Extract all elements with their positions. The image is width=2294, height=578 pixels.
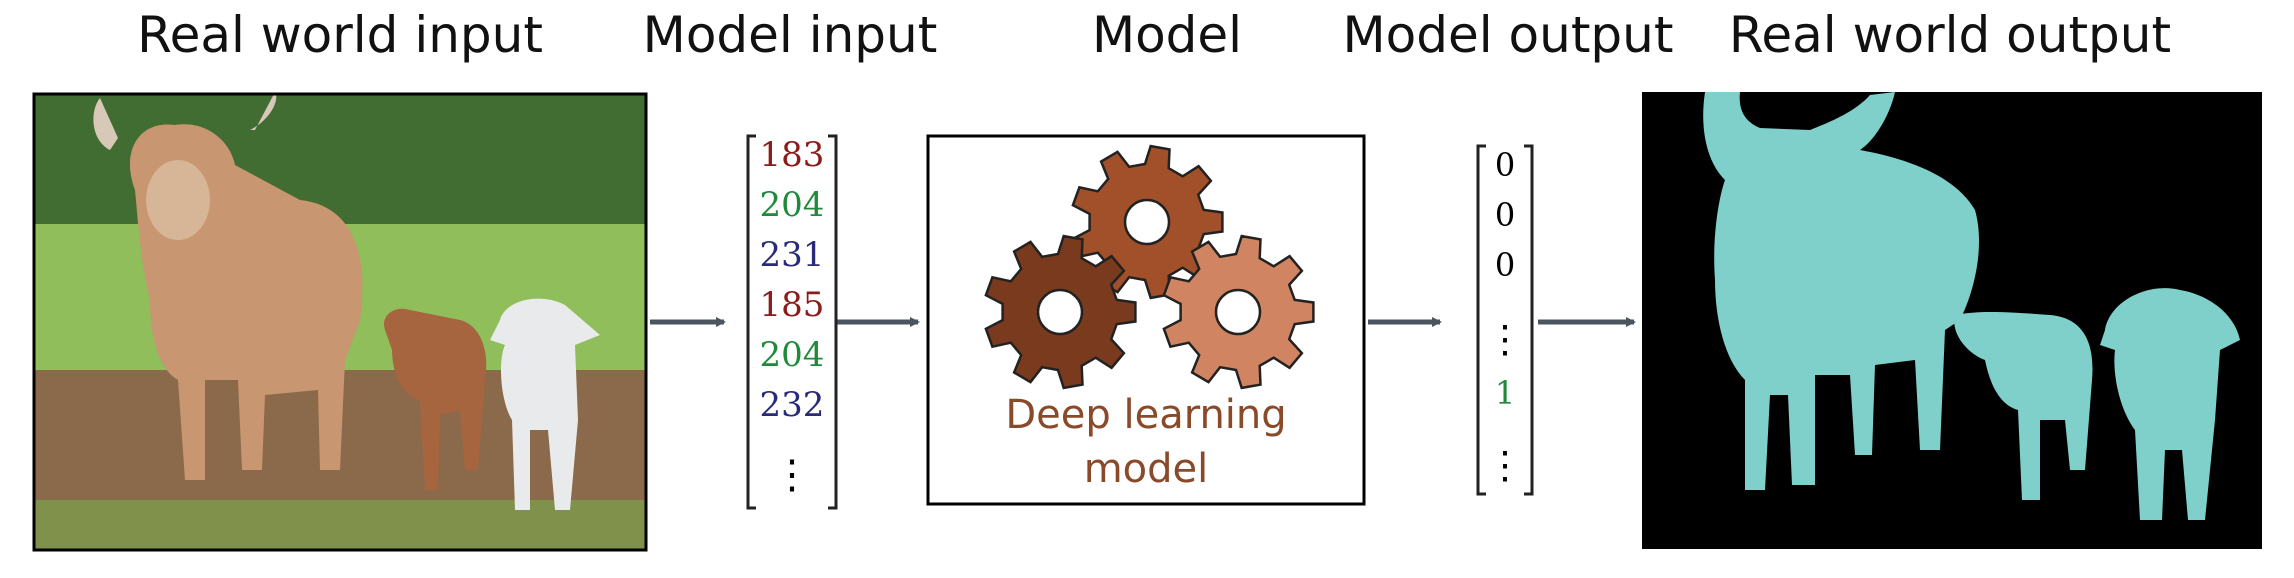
input-value-3: 231 [760,235,825,275]
calf-white [490,298,600,510]
title-model-input: Model input [642,6,938,64]
segmentation-output [1642,92,2262,549]
mask-cow-large [1703,92,1980,490]
input-value-1: 183 [760,135,825,175]
input-photo [32,92,648,552]
model-input-vector: 183 204 231 185 204 232 ⋮ [746,134,838,510]
model-label-line2: model [1084,446,1209,492]
title-model: Model [1091,6,1243,64]
input-ellipsis: ⋮ [772,452,812,498]
output-value-2: 0 [1495,196,1515,234]
mask-calf-right [2100,288,2240,520]
output-ellipsis-2: ⋮ [1486,443,1524,487]
model-box: Deep learning model [926,134,1366,506]
mask-calf-middle [1954,311,2093,500]
title-real-world-input: Real world input [137,6,543,64]
title-real-world-output: Real world output [1728,6,2172,64]
input-value-4: 185 [760,285,825,325]
output-ellipsis-1: ⋮ [1486,317,1524,361]
input-value-6: 232 [760,385,825,425]
model-label-line1: Deep learning [1005,392,1286,438]
input-value-5: 204 [760,335,825,375]
gear-left-icon [984,234,1137,390]
input-value-2: 204 [760,185,825,225]
title-model-output: Model output [1342,6,1674,64]
calf-brown [384,308,487,490]
cow-large [93,92,363,480]
output-value-1: 0 [1495,146,1515,184]
gear-right-icon [1162,234,1315,390]
output-value-3: 0 [1495,246,1515,284]
model-output-vector: 0 0 0 ⋮ 1 ⋮ [1476,144,1534,496]
output-highlight-value: 1 [1495,374,1515,412]
